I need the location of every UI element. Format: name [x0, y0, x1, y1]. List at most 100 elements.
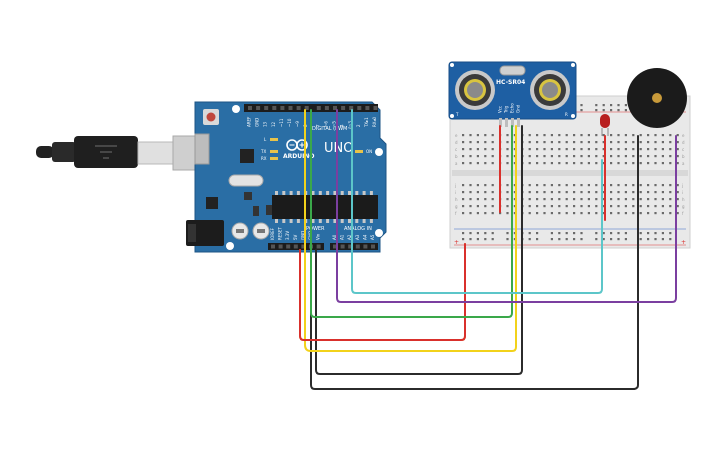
breadboard-hole[interactable]: [624, 205, 627, 208]
header-hole[interactable]: [280, 106, 285, 110]
breadboard-hole[interactable]: [536, 141, 539, 144]
breadboard-hole[interactable]: [528, 191, 531, 194]
header-hole[interactable]: [324, 106, 329, 110]
breadboard-hole[interactable]: [476, 162, 479, 165]
breadboard-hole[interactable]: [513, 212, 516, 215]
breadboard-hole[interactable]: [573, 148, 576, 151]
breadboard-hole[interactable]: [632, 205, 635, 208]
rail-hole[interactable]: [506, 232, 509, 235]
breadboard-hole[interactable]: [669, 198, 672, 201]
breadboard-hole[interactable]: [617, 212, 620, 215]
breadboard-hole[interactable]: [565, 184, 568, 187]
breadboard-hole[interactable]: [587, 141, 590, 144]
rail-hole[interactable]: [476, 232, 479, 235]
breadboard-hole[interactable]: [669, 184, 672, 187]
breadboard-hole[interactable]: [484, 198, 487, 201]
breadboard-hole[interactable]: [565, 141, 568, 144]
breadboard-hole[interactable]: [602, 191, 605, 194]
breadboard-hole[interactable]: [484, 212, 487, 215]
breadboard-hole[interactable]: [573, 162, 576, 165]
breadboard-hole[interactable]: [676, 155, 679, 158]
breadboard-hole[interactable]: [550, 198, 553, 201]
breadboard-hole[interactable]: [558, 155, 561, 158]
breadboard-hole[interactable]: [528, 155, 531, 158]
breadboard-hole[interactable]: [462, 191, 465, 194]
breadboard-hole[interactable]: [528, 212, 531, 215]
breadboard-hole[interactable]: [587, 191, 590, 194]
rail-hole[interactable]: [602, 238, 605, 241]
breadboard-hole[interactable]: [610, 155, 613, 158]
breadboard-hole[interactable]: [632, 198, 635, 201]
breadboard-hole[interactable]: [550, 184, 553, 187]
breadboard-hole[interactable]: [484, 148, 487, 151]
breadboard-hole[interactable]: [654, 212, 657, 215]
breadboard-hole[interactable]: [610, 148, 613, 151]
rail-hole[interactable]: [624, 109, 627, 112]
breadboard-hole[interactable]: [654, 198, 657, 201]
breadboard-hole[interactable]: [550, 148, 553, 151]
breadboard-hole[interactable]: [558, 212, 561, 215]
breadboard-hole[interactable]: [506, 205, 509, 208]
breadboard-hole[interactable]: [528, 184, 531, 187]
breadboard-hole[interactable]: [565, 212, 568, 215]
breadboard-hole[interactable]: [462, 212, 465, 215]
breadboard-hole[interactable]: [580, 148, 583, 151]
breadboard-hole[interactable]: [506, 134, 509, 137]
breadboard-hole[interactable]: [624, 155, 627, 158]
rail-hole[interactable]: [550, 232, 553, 235]
breadboard-hole[interactable]: [462, 141, 465, 144]
breadboard-hole[interactable]: [676, 134, 679, 137]
breadboard-hole[interactable]: [536, 184, 539, 187]
breadboard-hole[interactable]: [550, 155, 553, 158]
breadboard-hole[interactable]: [550, 141, 553, 144]
breadboard-hole[interactable]: [595, 184, 598, 187]
breadboard-hole[interactable]: [639, 205, 642, 208]
breadboard-hole[interactable]: [595, 162, 598, 165]
breadboard-hole[interactable]: [669, 148, 672, 151]
header-hole[interactable]: [365, 106, 370, 110]
breadboard-hole[interactable]: [476, 212, 479, 215]
rail-hole[interactable]: [536, 238, 539, 241]
breadboard-hole[interactable]: [602, 148, 605, 151]
rail-hole[interactable]: [558, 238, 561, 241]
breadboard-hole[interactable]: [476, 191, 479, 194]
breadboard-hole[interactable]: [647, 155, 650, 158]
breadboard-hole[interactable]: [617, 148, 620, 151]
breadboard-hole[interactable]: [543, 162, 546, 165]
rail-hole[interactable]: [565, 232, 568, 235]
breadboard-hole[interactable]: [602, 134, 605, 137]
breadboard-hole[interactable]: [661, 205, 664, 208]
breadboard-hole[interactable]: [580, 212, 583, 215]
breadboard-hole[interactable]: [632, 155, 635, 158]
header-hole[interactable]: [296, 106, 301, 110]
breadboard-hole[interactable]: [573, 141, 576, 144]
header-hole[interactable]: [316, 106, 321, 110]
rail-hole[interactable]: [462, 238, 465, 241]
breadboard-hole[interactable]: [580, 191, 583, 194]
breadboard-hole[interactable]: [647, 162, 650, 165]
breadboard-hole[interactable]: [484, 134, 487, 137]
rail-hole[interactable]: [610, 232, 613, 235]
rail-hole[interactable]: [602, 109, 605, 112]
breadboard-hole[interactable]: [565, 148, 568, 151]
breadboard-hole[interactable]: [573, 134, 576, 137]
breadboard-hole[interactable]: [573, 205, 576, 208]
rail-hole[interactable]: [595, 238, 598, 241]
breadboard-hole[interactable]: [536, 162, 539, 165]
breadboard-hole[interactable]: [661, 198, 664, 201]
rail-hole[interactable]: [506, 238, 509, 241]
rail-hole[interactable]: [536, 232, 539, 235]
rail-hole[interactable]: [624, 232, 627, 235]
breadboard-hole[interactable]: [587, 198, 590, 201]
breadboard-hole[interactable]: [469, 212, 472, 215]
breadboard-hole[interactable]: [617, 198, 620, 201]
header-hole[interactable]: [340, 244, 345, 249]
breadboard-hole[interactable]: [536, 212, 539, 215]
breadboard-hole[interactable]: [528, 148, 531, 151]
header-hole[interactable]: [278, 244, 283, 249]
breadboard-hole[interactable]: [513, 134, 516, 137]
breadboard-hole[interactable]: [654, 141, 657, 144]
breadboard-hole[interactable]: [617, 205, 620, 208]
breadboard-hole[interactable]: [565, 134, 568, 137]
breadboard-hole[interactable]: [676, 141, 679, 144]
